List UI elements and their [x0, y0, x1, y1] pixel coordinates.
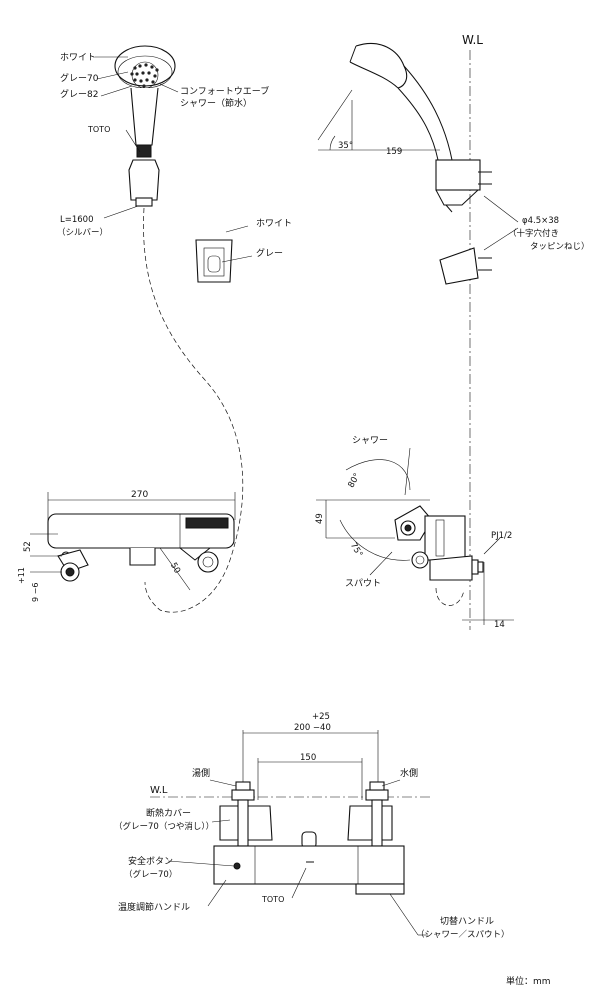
label-spout-rotation: スパウト	[345, 578, 381, 589]
mixer-front-view	[167, 779, 428, 936]
label-pj-thread: PJ1/2	[491, 531, 512, 541]
label-switch-handle-modes: （シャワー／スパウト）	[416, 929, 510, 940]
label-temperature-handle: 温度調節ハンドル	[118, 901, 190, 913]
mixer-top-view	[30, 492, 236, 591]
label-dim-52: 52	[23, 541, 33, 552]
holder-side-view	[439, 247, 479, 285]
rotation-arcs	[316, 447, 430, 576]
label-switch-handle: 切替ハンドル	[440, 915, 494, 927]
label-dim-14: 14	[494, 620, 505, 630]
label-hose-length: L=1600	[60, 215, 94, 225]
shower-hose	[143, 207, 244, 613]
label-white-holder: ホワイト	[256, 218, 292, 229]
dimension-159-35deg	[317, 89, 440, 151]
label-dim-200: 200 −40	[294, 723, 331, 733]
label-white-head: ホワイト	[60, 52, 96, 63]
label-shower-rotation: シャワー	[352, 436, 388, 446]
label-gray82-head: グレー82	[60, 88, 98, 100]
dimension-pj-14	[462, 537, 514, 625]
label-angle-75: 75°	[348, 541, 364, 559]
label-wl-bottom: W.L	[150, 785, 168, 796]
label-screw-size: φ4.5×38	[522, 216, 559, 226]
label-screw-type: （十字穴付き	[508, 228, 559, 239]
label-comfort-wave-sub: シャワー（節水）	[180, 97, 252, 109]
shower-head-front-view	[114, 45, 176, 207]
label-gray-holder: グレー	[256, 247, 283, 259]
label-hot-side: 湯側	[192, 767, 210, 779]
label-dim-tolerance-plus: +25	[312, 712, 330, 722]
label-wl-top: W.L	[462, 33, 483, 47]
shower-head-callouts	[95, 56, 179, 219]
label-dim-49: 49	[315, 513, 325, 524]
label-toto-head: TOTO	[87, 125, 110, 134]
label-unit: 単位：mm	[506, 975, 551, 987]
holder-detail	[195, 225, 253, 283]
label-angle-35: 35°	[338, 141, 353, 151]
shower-head-side-view	[349, 42, 481, 213]
screws-side-view	[478, 171, 519, 271]
label-safety-button-color: （グレー70）	[124, 869, 177, 880]
mixer-side-view	[394, 505, 484, 606]
label-dim-11: +11	[17, 567, 26, 584]
label-dim-159: 159	[386, 147, 402, 157]
label-dim-270: 270	[131, 490, 148, 500]
label-comfort-wave: コンフォートウエーブ	[180, 85, 269, 97]
label-dim-50: 50	[168, 561, 182, 575]
label-cold-side: 水側	[400, 767, 418, 779]
label-screw-type-2: タッピンねじ）	[530, 241, 590, 252]
label-hose-color: （シルバー）	[57, 227, 108, 238]
label-gray70-head: グレー70	[60, 72, 99, 84]
label-dim-9-6: 9 −6	[31, 583, 40, 602]
front-view-dimensions	[242, 730, 379, 800]
label-toto-body: TOTO	[261, 895, 284, 904]
label-insulation-cover: 断熱カバー	[146, 807, 191, 819]
label-safety-button: 安全ボタン	[128, 855, 173, 867]
label-dim-150: 150	[300, 753, 316, 763]
label-angle-80: 80°	[346, 472, 362, 490]
label-insulation-cover-color: （グレー70（つや消し））	[114, 821, 214, 832]
